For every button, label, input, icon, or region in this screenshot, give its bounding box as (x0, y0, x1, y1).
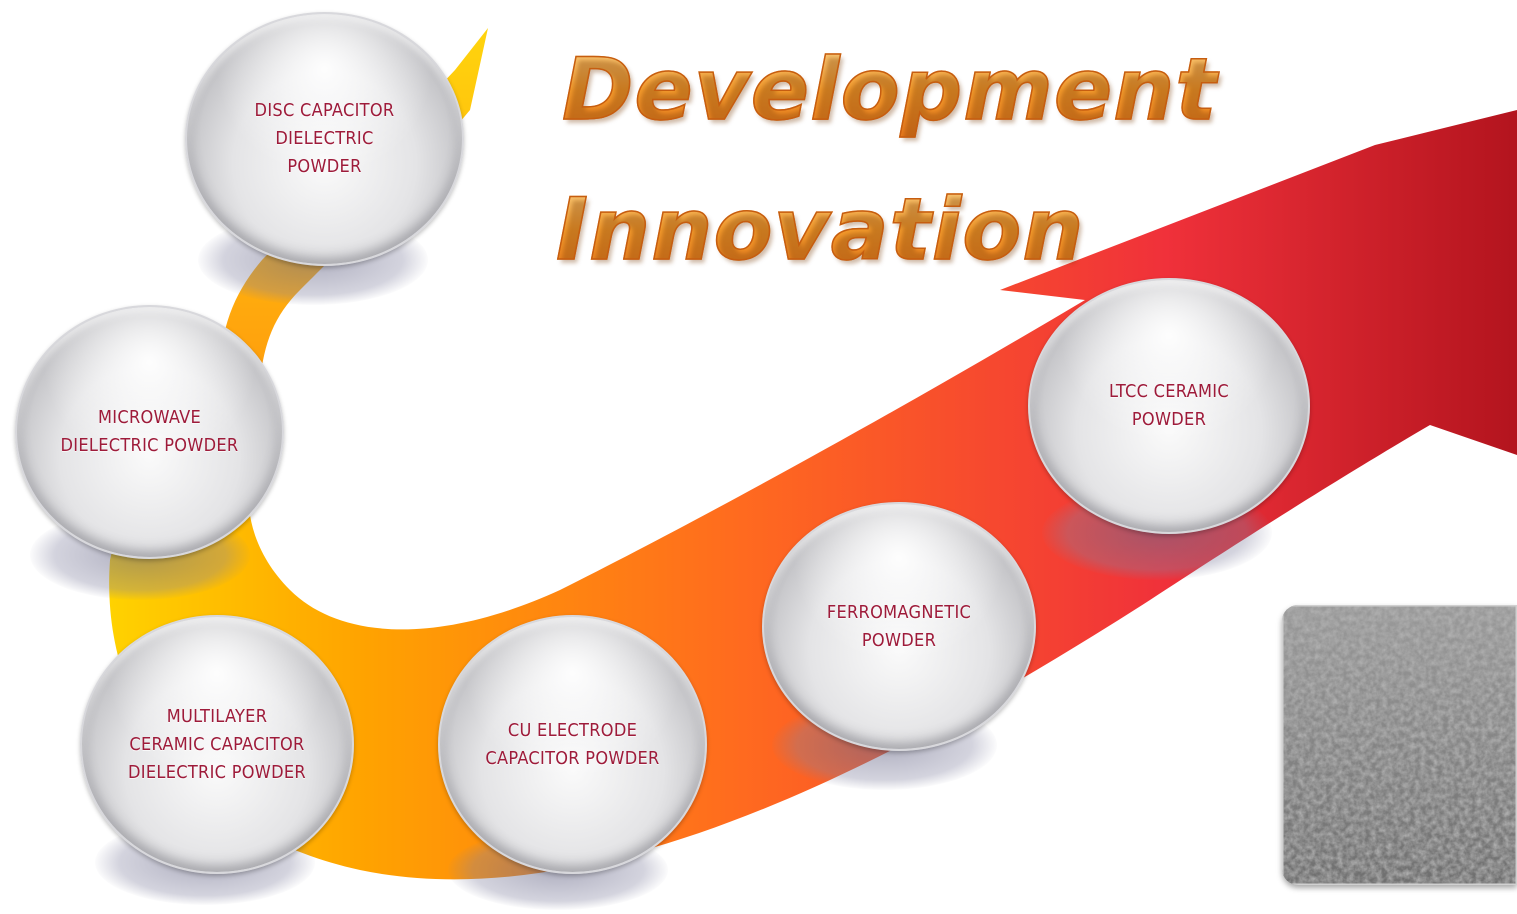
step-label: LTCC CERAMIC POWDER (1109, 381, 1229, 430)
step-label: FERROMAGNETIC POWDER (826, 601, 972, 651)
micrograph-texture (1282, 605, 1517, 885)
step-bubble-ltcc: LTCC CERAMIC POWDER (1028, 278, 1310, 534)
step-label: MICROWAVE DIELECTRIC POWDER (60, 407, 239, 456)
step-bubble-multilayer: MULTILAYER CERAMIC CAPACITOR DIELECTRIC … (80, 615, 354, 874)
step-bubble-microwave: MICROWAVE DIELECTRIC POWDER (15, 305, 284, 559)
step-bubble-cu-electrode: CU ELECTRODE CAPACITOR POWDER (438, 615, 707, 874)
step-label: DISC CAPACITOR DIELECTRIC POWDER (254, 100, 395, 177)
step-label: MULTILAYER CERAMIC CAPACITOR DIELECTRIC … (128, 705, 306, 783)
title-development: Development (561, 39, 1218, 141)
step-bubble-disc-capacitor: DISC CAPACITOR DIELECTRIC POWDER (185, 12, 464, 266)
sem-micrograph-image (1282, 605, 1517, 885)
title-innovation: Innovation (555, 179, 1085, 281)
step-bubble-ferromagnetic: FERROMAGNETIC POWDER (762, 502, 1036, 751)
step-label: CU ELECTRODE CAPACITOR POWDER (485, 719, 660, 769)
